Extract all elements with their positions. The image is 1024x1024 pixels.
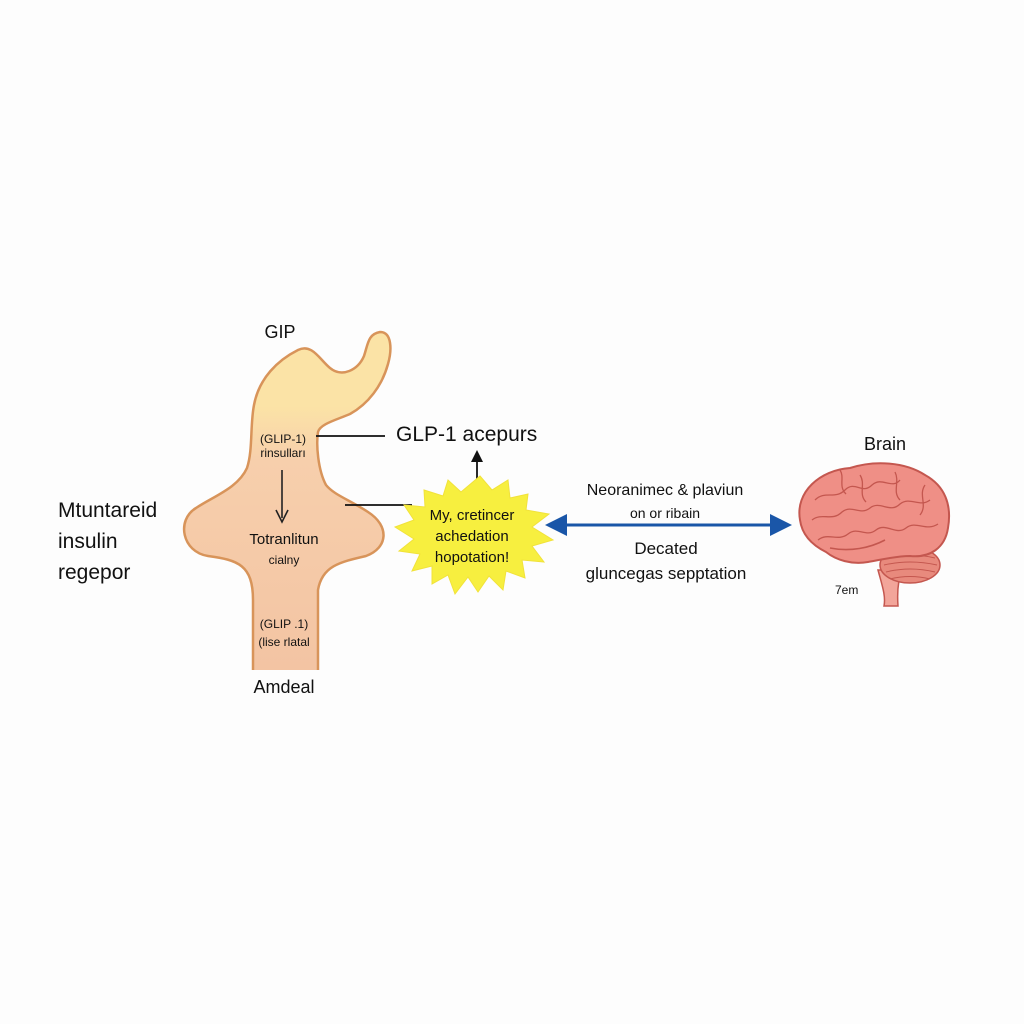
arrow-top-text: Neoranimec & plaviun on or ribain — [587, 480, 744, 524]
left-caption-line-3: regepor — [58, 561, 131, 584]
top-organ-label: GIP — [264, 322, 296, 342]
bottom-organ-label: Amdeal — [253, 677, 315, 697]
brain-illustration — [798, 462, 951, 607]
arrow-bottom-line-1: Decated — [634, 539, 698, 558]
brain-label: Brain — [863, 434, 907, 454]
organ-lower-text: (GLIP .1) (lise rlatal — [258, 615, 309, 651]
arrow-top-line-2: on or ribain — [629, 505, 701, 521]
burst-text: My, cretincer achedation hopotation! — [430, 505, 515, 568]
organ-upper-line-1: (GLIP-1) — [259, 432, 307, 446]
organ-lower-line-1: (GLIP .1) — [259, 617, 309, 631]
burst-up-arrowhead — [471, 450, 483, 462]
brain-temporal-fold — [829, 539, 886, 551]
left-caption-line-1: Mtuntareid — [58, 499, 158, 522]
organ-inner-arrowhead — [275, 509, 289, 524]
arrow-top-line-1: Neoranimec & plaviun — [586, 482, 744, 499]
pointer-label: GLP-1 acepurs — [396, 423, 538, 446]
brain-gyri — [811, 469, 939, 541]
arrow-bottom-text: Decated gluncegas sepptation — [586, 536, 747, 586]
organ-upper-text: (GLIP-1) rinsulları — [260, 432, 306, 461]
left-caption: Mtuntareid insulin regepor — [58, 495, 157, 588]
arrow-bottom-line-2: gluncegas sepptation — [585, 564, 747, 583]
double-arrow-right-head — [770, 514, 792, 536]
organ-lower-line-2: (lise rlatal — [258, 635, 310, 649]
cerebrum — [798, 462, 951, 564]
burst-text-line-1: My, cretincer — [429, 507, 515, 524]
burst-text-line-2: achedation — [435, 528, 509, 545]
activation-burst — [393, 475, 555, 596]
double-arrow-left-head — [545, 514, 567, 536]
organ-middle-line-1: Totranlitun — [249, 531, 319, 548]
organ-shape — [182, 330, 392, 670]
burst-text-line-3: hopotation! — [434, 549, 510, 566]
organ-middle-line-2: cialny — [268, 553, 300, 567]
organ-middle-text: Totranlitun cialny — [249, 530, 318, 570]
organ-upper-line-2: rinsulları — [260, 446, 306, 461]
brain-note: 7em — [835, 583, 859, 597]
left-caption-line-2: insulin — [58, 530, 118, 553]
